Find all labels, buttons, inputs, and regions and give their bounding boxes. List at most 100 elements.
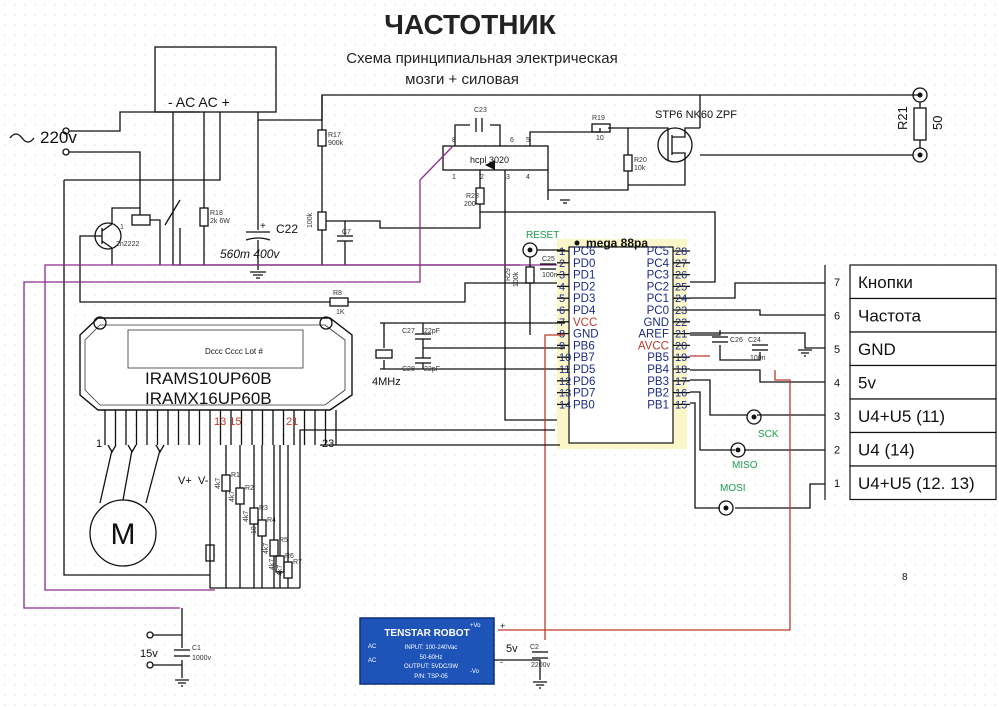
motor-label: M [111, 518, 136, 551]
res-label: R7 [293, 559, 302, 566]
sck-pad-dot [751, 414, 757, 420]
mcu-pin-number: 5 [559, 293, 565, 305]
c22-label: C22 [276, 222, 298, 236]
r21-value: 50 [930, 116, 945, 130]
mcu-pin-name: AREF [638, 329, 669, 341]
mcu-name: mega 88pa [586, 236, 648, 250]
module-line2: IRAMX16UP60B [145, 389, 272, 408]
c22-plus-sign: + [260, 221, 266, 232]
mcu-pin-name: PB2 [647, 388, 669, 400]
psu-freq: 50-60Hz [420, 655, 443, 661]
ac-symbol [9, 133, 35, 143]
wire-opto-pd6 [504, 170, 565, 421]
r29-value: 100k [513, 271, 520, 287]
r20-value: 10k [634, 165, 646, 172]
mcu-pin-number: 13 [559, 388, 571, 400]
module-body [79, 317, 353, 411]
module-pin-first: 1 [96, 438, 102, 450]
v15-label: 15v [140, 648, 158, 660]
opto-pin-1: 1 [452, 174, 456, 181]
r18-label: R18 [210, 210, 223, 217]
connector-pin-number: 3 [834, 411, 840, 423]
res-value: 4k7 [243, 511, 250, 522]
r19-value: 10 [596, 135, 604, 142]
r29-label: R29 [505, 268, 512, 281]
module-pins-mid: 13 15 [214, 416, 242, 428]
res-body [249, 507, 259, 525]
opto-diode-icon [485, 160, 495, 170]
connector-row [849, 431, 997, 467]
r17-resistor [317, 129, 327, 147]
relay-label: 1 [120, 224, 124, 231]
res-value: 4k7 [263, 543, 270, 554]
c1-value: 1000v [192, 655, 212, 662]
psu-input: INPUT: 100-240Vac [405, 645, 458, 651]
miso-label: MISO [732, 460, 758, 471]
mcu-pin-name: PD2 [573, 281, 595, 293]
c28-value: 22pF [424, 366, 440, 373]
mcu-pin-name: PC1 [647, 293, 669, 305]
res-value: 4k7 [269, 559, 276, 570]
wire-freq [690, 309, 825, 316]
mcu-chip [568, 246, 674, 444]
relay-coil [131, 214, 151, 226]
mcu-pin-number: 22 [675, 317, 687, 329]
mcu-pin-number: 9 [559, 340, 565, 352]
r28-value: 200 [464, 201, 476, 208]
wire-mosi [690, 402, 720, 509]
mcu-pin-number: 18 [675, 364, 687, 376]
connector-row [849, 398, 997, 434]
res-label: R1 [231, 472, 240, 479]
title: ЧАСТОТНИК [384, 9, 556, 40]
connector-pin-number: 4 [834, 377, 840, 389]
wire-buttons [690, 282, 825, 299]
mosi-pad [718, 500, 734, 516]
wire-red-5v [498, 370, 791, 631]
mcu-pin-name: PD1 [573, 270, 595, 282]
mcu-pin-number: 2 [559, 258, 565, 270]
res-label: R2 [245, 485, 254, 492]
mosi-label: MOSI [720, 483, 746, 494]
mcu-pin-number: 6 [559, 305, 565, 317]
res-label: R5 [279, 537, 288, 544]
psu-vo-plus: +Vo [470, 623, 481, 629]
page-number: 8 [902, 572, 908, 583]
connector-pin-label: 5v [858, 373, 876, 392]
ground-conn [798, 349, 812, 357]
res-label: R3 [259, 505, 268, 512]
sck-pad [746, 409, 762, 425]
mcu-pin-name: PB3 [647, 376, 669, 388]
wire-caps-gnd [422, 323, 565, 369]
mcu-pin-name: PC5 [647, 246, 669, 258]
r29-resistor [525, 266, 535, 284]
res-body [221, 474, 231, 492]
r14-resistor [317, 211, 327, 231]
connector-pin-number: 6 [834, 310, 840, 322]
r8-value: 1K [336, 309, 345, 316]
psu-ac1: AC [368, 644, 377, 650]
mcu-pin-name: VCC [573, 317, 597, 329]
res-bus-mcu [299, 429, 555, 588]
mcu-pin-name: GND [573, 329, 599, 341]
mcu-pin-name: PD5 [573, 364, 595, 376]
c24-label: C24 [748, 337, 761, 344]
connector-pin-label: U4+U5 (11) [858, 407, 945, 426]
psu-pn: P/N: TSP-05 [414, 674, 448, 680]
res-value: 4k7 [229, 491, 236, 502]
mcu-pin-name: PD7 [573, 388, 595, 400]
mcu-pin-number: 11 [559, 364, 570, 376]
r18-value: 2k 6W [210, 218, 230, 225]
opto-pin-3: 3 [506, 174, 510, 181]
wire-transistor-coil [111, 207, 161, 265]
mcu-pin-number: 4 [559, 281, 565, 293]
v15-terminal-2 [146, 661, 154, 669]
transistor-label: 2n2222 [116, 241, 139, 248]
ground-symbol-1 [250, 271, 266, 279]
r8-resistor [329, 297, 349, 307]
c1-label: C1 [192, 645, 201, 652]
wire-c23 [454, 124, 501, 146]
ac-terminal-2 [62, 148, 70, 156]
